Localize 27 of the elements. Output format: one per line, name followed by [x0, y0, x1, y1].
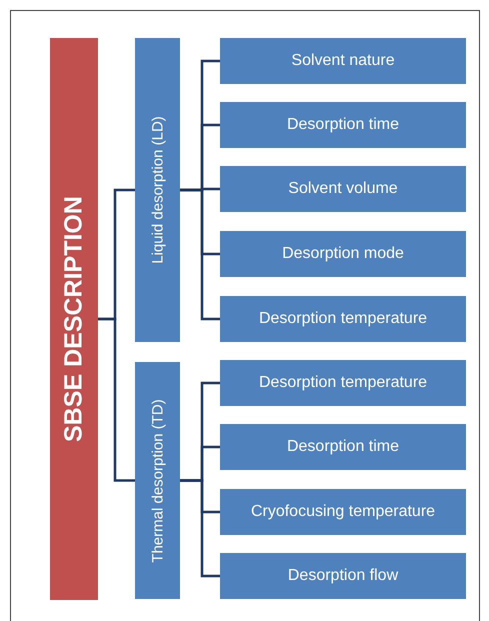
parameter-label: Solvent volume — [288, 180, 398, 198]
connector-line — [180, 188, 220, 320]
parameter-box — [220, 424, 466, 470]
parameter-box — [220, 231, 466, 277]
parameter-label: Desorption time — [286, 438, 400, 456]
parameter-label: Cryofocusing temperature — [250, 503, 436, 521]
parameter-box — [220, 296, 466, 342]
bar-label: SBSE DESCRIPTION — [60, 196, 88, 442]
parameter-box — [220, 489, 466, 535]
category-label: Thermal desorption (TD) — [149, 398, 166, 562]
category-box — [135, 38, 180, 342]
parameter-label: Desorption flow — [288, 567, 398, 585]
connector-line — [98, 318, 135, 482]
parameter-label: Solvent nature — [291, 52, 395, 70]
parameter-box — [220, 38, 466, 84]
parameter-box — [220, 102, 466, 148]
parameter-box — [220, 360, 466, 406]
parameter-box — [220, 553, 466, 599]
parameter-label: Desorption temperature — [258, 310, 428, 328]
parameter-label: Desorption mode — [282, 245, 404, 263]
parameter-label: Desorption temperature — [258, 374, 428, 392]
connector-line — [180, 479, 220, 578]
category-label: Liquid desorption (LD) — [149, 116, 166, 264]
parameter-box — [220, 166, 466, 212]
title-bar — [50, 38, 98, 600]
parameter-label: Desorption time — [286, 116, 400, 134]
category-box — [135, 362, 180, 599]
